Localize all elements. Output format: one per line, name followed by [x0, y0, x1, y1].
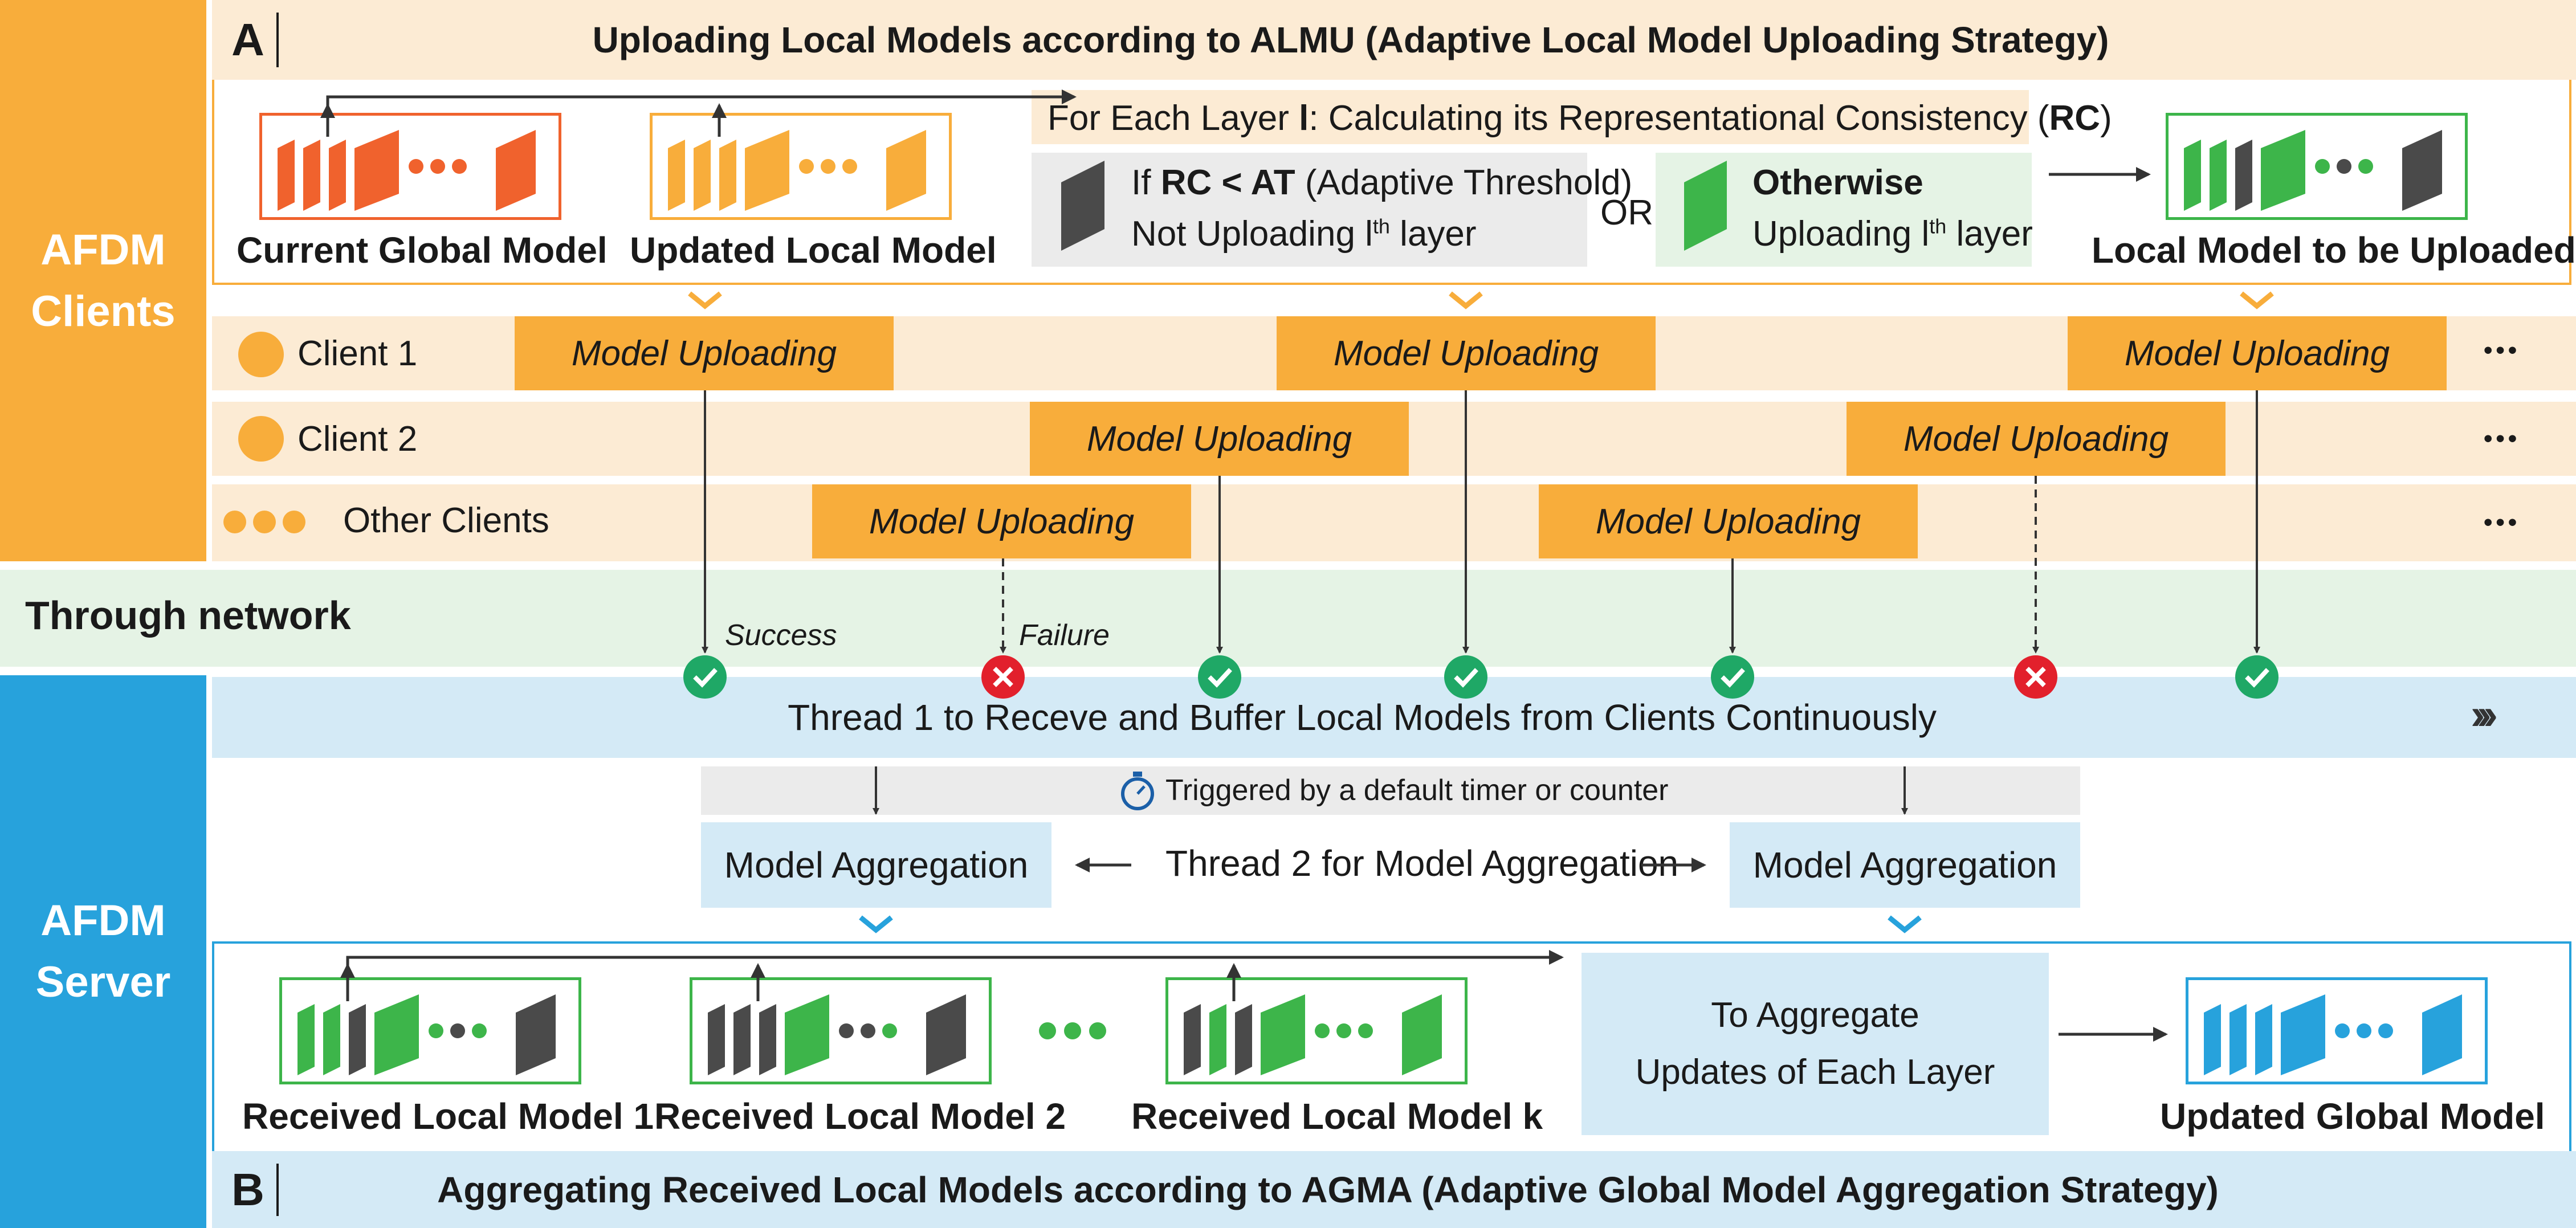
chevron-down-icon	[688, 291, 722, 309]
received-local-model-1-box	[279, 977, 581, 1084]
aggregate-layers-box: To Aggregate Updates of Each Layer	[1582, 953, 2049, 1135]
client-1-upload-1: Model Uploading	[515, 316, 894, 390]
thread2-label: Thread 2 for Model Aggregation	[1165, 843, 1679, 884]
clients-side-panel: AFDM Clients	[0, 0, 206, 561]
aggregate-line-2: Updates of Each Layer	[1635, 1052, 1995, 1092]
server-side-panel: AFDM Server	[0, 675, 206, 1228]
client-2-upload-2: Model Uploading	[1847, 402, 2226, 476]
other-clients-upload-1: Model Uploading	[812, 484, 1191, 558]
thread1-band	[212, 677, 2576, 758]
section-a-divider	[276, 13, 279, 67]
not-uploading-text: Not Uploading lth layer	[1131, 214, 1477, 254]
other-clients-dot-2	[253, 511, 276, 533]
chevron-down-icon	[859, 915, 893, 933]
updated-local-model-box	[650, 113, 952, 220]
not-uploading-box	[1032, 153, 1587, 267]
client-1-label: Client 1	[297, 334, 418, 373]
clients-title-line2: Clients	[31, 287, 176, 336]
received-local-model-k-label: Received Local Model k	[1131, 1096, 1543, 1137]
received-local-model-1-label: Received Local Model 1	[242, 1096, 654, 1137]
clients-title-line1: AFDM	[40, 225, 166, 274]
updated-local-model-label: Updated Local Model	[630, 230, 997, 271]
section-b-letter: B	[231, 1164, 264, 1215]
section-a-header	[212, 0, 2576, 80]
other-clients-label: Other Clients	[343, 501, 549, 540]
chevron-down-icon	[1888, 915, 1922, 933]
trigger-bar	[701, 766, 2080, 815]
uploading-label: Uploading l	[1752, 214, 1930, 254]
client-row-others	[212, 484, 2576, 561]
uploading-layer: layer	[1946, 214, 2033, 254]
local-model-to-upload-label: Local Model to be Uploaded	[2092, 230, 2576, 271]
client-2-label: Client 2	[297, 419, 418, 459]
client-1-upload-2: Model Uploading	[1277, 316, 1656, 390]
other-clients-more: •••	[2484, 508, 2521, 536]
section-b-footer	[212, 1151, 2576, 1228]
network-label: Through network	[25, 593, 351, 638]
or-label: OR	[1600, 193, 1653, 232]
layer-rule-mid: : Calculating its Representational Consi…	[1309, 99, 2049, 138]
layer-rule-abbr: RC	[2049, 99, 2101, 138]
layer-rule-bar	[1032, 90, 2029, 144]
current-global-model-label: Current Global Model	[237, 230, 608, 271]
uploading-suffix: th	[1929, 214, 1947, 238]
layer-rule-prefix: For Each Layer	[1047, 99, 1299, 138]
model-aggregation-box-2: Model Aggregation	[1730, 822, 2080, 908]
updated-global-model-label: Updated Global Model	[2160, 1096, 2545, 1137]
not-uploading-label: Not Uploading l	[1131, 214, 1373, 254]
section-a-title: Uploading Local Models according to ALMU…	[592, 19, 2109, 60]
client-2-dot	[238, 416, 284, 462]
success-label: Success	[725, 619, 837, 652]
if-condition-text: If RC < AT (Adaptive Threshold)	[1131, 162, 1632, 203]
thread1-label: Thread 1 to Receve and Buffer Local Mode…	[788, 697, 1937, 738]
failure-label: Failure	[1019, 619, 1110, 652]
received-local-model-2-label: Received Local Model 2	[654, 1096, 1066, 1137]
not-uploading-suffix: th	[1372, 214, 1390, 238]
other-clients-upload-2: Model Uploading	[1539, 484, 1918, 558]
client-1-more: •••	[2484, 336, 2521, 364]
thread1-chevrons-icon: ›››	[2471, 690, 2498, 739]
if-label: If	[1131, 163, 1161, 202]
received-local-model-k-box	[1165, 977, 1468, 1084]
received-local-model-2-box	[690, 977, 992, 1084]
client-2-upload-1: Model Uploading	[1030, 402, 1409, 476]
local-model-to-upload-box	[2166, 113, 2468, 220]
other-clients-dot-1	[223, 511, 246, 533]
client-1-upload-3: Model Uploading	[2068, 316, 2447, 390]
network-band	[0, 570, 2576, 667]
layer-rule-end: )	[2100, 99, 2112, 138]
if-note: (Adaptive Threshold)	[1295, 163, 1633, 202]
server-title-line2: Server	[35, 958, 171, 1006]
aggregate-line-1: To Aggregate	[1711, 996, 1919, 1035]
server-title-line1: AFDM	[40, 896, 166, 945]
section-a-letter: A	[231, 14, 264, 65]
client-2-more: •••	[2484, 425, 2521, 452]
trigger-label: Triggered by a default timer or counter	[1165, 774, 1669, 807]
updated-global-model-box	[2186, 977, 2488, 1084]
chevron-down-icon	[2240, 291, 2274, 309]
if-condition: RC < AT	[1160, 163, 1295, 202]
chevron-down-icon	[1449, 291, 1483, 309]
otherwise-label: Otherwise	[1752, 163, 1923, 202]
uploading-text: Uploading lth layer	[1752, 214, 2033, 254]
other-clients-dot-3	[283, 511, 305, 533]
current-global-model-box	[259, 113, 561, 220]
layer-rule-text: For Each Layer l: Calculating its Repres…	[1047, 98, 2112, 138]
model-aggregation-box-1: Model Aggregation	[701, 822, 1051, 908]
client-1-dot	[238, 332, 284, 377]
layer-rule-var: l	[1299, 99, 1309, 138]
section-b-divider	[276, 1164, 279, 1216]
section-b-title: Aggregating Received Local Models accord…	[437, 1169, 2219, 1210]
not-uploading-layer: layer	[1389, 214, 1477, 254]
